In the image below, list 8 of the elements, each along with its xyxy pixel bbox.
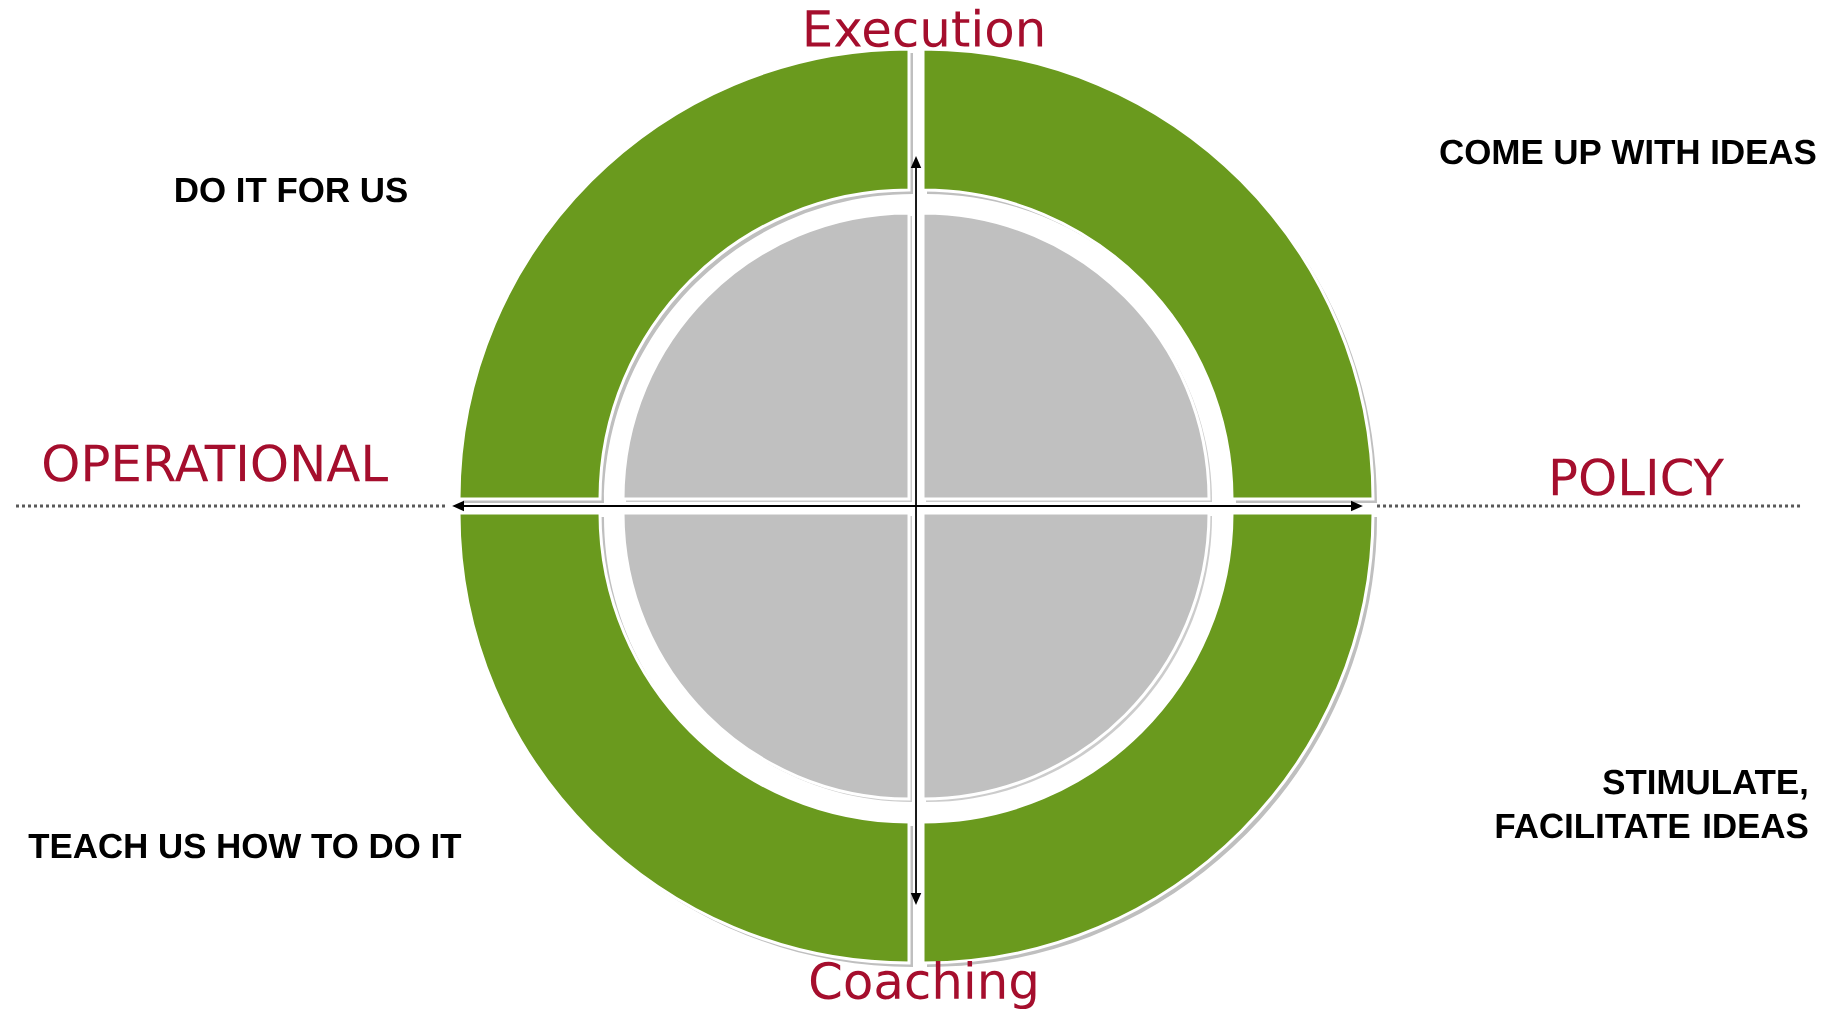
quadrant-label: COME UP WITH IDEAS [1440,139,1816,165]
quadrant-label: DO IT FOR US [176,177,407,203]
axis-label: Coaching [810,960,1036,1010]
axis-label: POLICY [1552,458,1725,496]
quadrant-label: STIMULATE, FACILITATE IDEAS [1496,769,1808,839]
axis-label: OPERATIONAL [44,444,388,482]
axis-label: Execution [806,8,1043,48]
quadrant-label: TEACH US HOW TO DO IT [28,833,462,859]
